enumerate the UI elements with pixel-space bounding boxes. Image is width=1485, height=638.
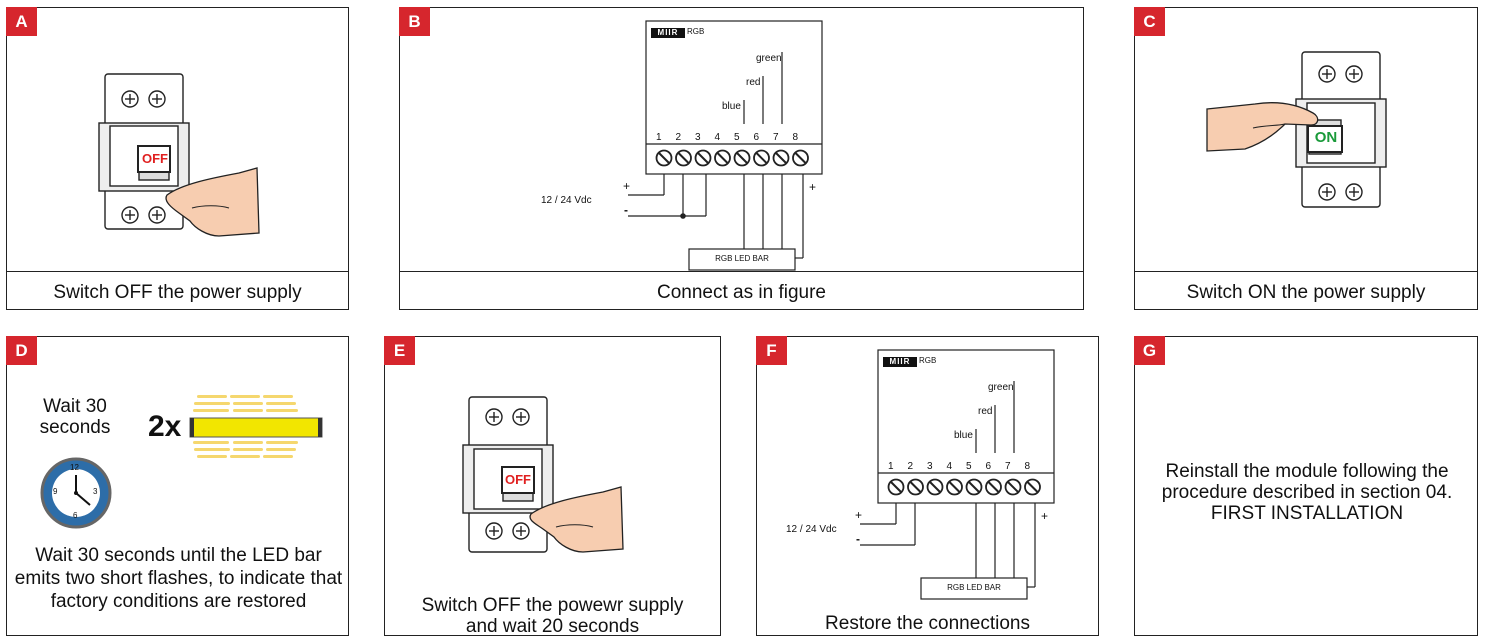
led-bar-label-f: RGB LED BAR [947, 583, 1001, 592]
clock-numeral-3: 3 [93, 487, 98, 496]
clock-numeral-9: 9 [53, 487, 58, 496]
panel-e-caption-line1: Switch OFF the powewr supply [421, 595, 684, 616]
terminal-number-4: 4 [946, 461, 953, 472]
brand-logo-text: MIIR [657, 28, 679, 37]
clock-numeral-6: 6 [73, 511, 78, 520]
screw-slot-2 [677, 152, 690, 164]
screw-slot-6 [755, 152, 768, 164]
terminal-number-6: 6 [985, 461, 992, 472]
step-tag-b: B [399, 7, 430, 36]
terminal-number-3: 3 [927, 461, 933, 472]
breaker-off-illustration-e [462, 396, 624, 553]
terminal-number-5: 5 [966, 461, 972, 472]
step-panel-c: C ON Switch ON the power supply [1134, 7, 1478, 310]
panel-g-description: Reinstall the module following the proce… [1161, 460, 1453, 524]
step-tag-g: G [1134, 336, 1165, 365]
terminal-numbers: 1 2 3 4 5 6 7 8 [656, 132, 816, 144]
wait-label: Wait 30 seconds [39, 396, 111, 438]
screw-slot-8 [794, 152, 807, 164]
terminal-number-8: 8 [1024, 461, 1031, 472]
screw-slot-3 [697, 152, 709, 164]
screw-slot-2 [909, 481, 922, 493]
flash-count-label: 2x [148, 410, 182, 443]
step-tag-d: D [6, 336, 37, 365]
terminal-number-2: 2 [675, 132, 682, 143]
model-label: RGB [687, 27, 705, 36]
terminal-number-8: 8 [792, 132, 799, 143]
panel-f-caption: Restore the connections [825, 613, 1030, 634]
terminal-number-7: 7 [773, 132, 779, 143]
switch-label-off: OFF [142, 151, 168, 166]
led-output-plus: + [809, 180, 817, 194]
step-panel-d: D Wait 30 seconds 2x 12 3 6 9 Wait 30 se… [6, 336, 349, 636]
panel-d-description: Wait 30 seconds until the LED bar emits … [14, 544, 343, 612]
step-tag-a: A [6, 7, 37, 36]
wire-label-red: red [746, 77, 761, 88]
supply-voltage-label: 12 / 24 Vdc [541, 195, 592, 206]
step-panel-f: F MIIR RGB blue red green 1 2 3 4 5 6 7 8 + - 1… [756, 336, 1099, 636]
step-tag-f: F [756, 336, 787, 365]
screw-slot-4 [716, 152, 729, 164]
panel-e-caption-line2: and wait 20 seconds [465, 616, 640, 637]
supply-plus: + [623, 179, 631, 193]
panel-b-caption: Connect as in figure [657, 282, 826, 303]
panel-a-caption: Switch OFF the power supply [53, 282, 302, 303]
terminal-number-6: 6 [753, 132, 760, 143]
screw-slot-6 [987, 481, 1000, 493]
step-panel-b: B MIIR RGB blue red green 1 2 3 [399, 7, 1084, 310]
wire-label-blue-f: blue [954, 430, 973, 441]
supply-plus-f: + [855, 508, 863, 522]
screw-slot-7 [1007, 481, 1019, 493]
screw-slot-3 [929, 481, 941, 493]
screw-slot-8 [1026, 481, 1039, 493]
screw-slot-5 [736, 152, 748, 164]
clock-icon [40, 457, 112, 529]
led-bar-label: RGB LED BAR [715, 254, 769, 263]
step-tag-e: E [384, 336, 415, 365]
wire-label-green-f: green [988, 382, 1014, 393]
brand-logo [651, 28, 685, 38]
wiring-diagram-f [860, 349, 1055, 600]
wiring-diagram-b [628, 20, 823, 271]
switch-label-on: ON [1314, 129, 1338, 146]
supply-minus-f: - [856, 532, 860, 546]
led-output-plus-f: + [1041, 509, 1049, 523]
step-tag-c: C [1134, 7, 1165, 36]
screw-slot-1 [890, 481, 902, 493]
screw-slot-5 [968, 481, 980, 493]
step-panel-e: E OFF Switch OFF the powewr supply and w… [384, 336, 721, 637]
led-bar-flash-illustration [40, 395, 323, 529]
terminal-number-1: 1 [656, 132, 662, 143]
wire-label-red-f: red [978, 406, 993, 417]
supply-voltage-label-f: 12 / 24 Vdc [786, 524, 837, 535]
terminal-number-5: 5 [734, 132, 740, 143]
wire-label-blue: blue [722, 101, 741, 112]
terminal-number-4: 4 [714, 132, 721, 143]
wire-label-green: green [756, 53, 782, 64]
switch-label-off-e: OFF [505, 472, 531, 487]
terminal-number-3: 3 [695, 132, 701, 143]
brand-logo-text-f: MIIR [889, 357, 911, 366]
step-panel-g: G Reinstall the module following the pro… [1134, 336, 1478, 636]
screw-slot-1 [658, 152, 670, 164]
screw-slot-7 [775, 152, 787, 164]
step-panel-a: A OFF Switch OFF the power supply [6, 7, 349, 310]
breaker-on-illustration [1206, 51, 1387, 208]
clock-numeral-12: 12 [70, 463, 79, 472]
panel-c-caption: Switch ON the power supply [1186, 282, 1426, 303]
terminal-number-1: 1 [888, 461, 894, 472]
model-label-f: RGB [919, 356, 937, 365]
terminal-number-7: 7 [1005, 461, 1011, 472]
screw-slot-4 [948, 481, 961, 493]
supply-minus: - [624, 203, 628, 217]
terminal-numbers-f: 1 2 3 4 5 6 7 8 [888, 461, 1048, 473]
breaker-off-illustration [98, 73, 260, 237]
terminal-number-2: 2 [907, 461, 914, 472]
